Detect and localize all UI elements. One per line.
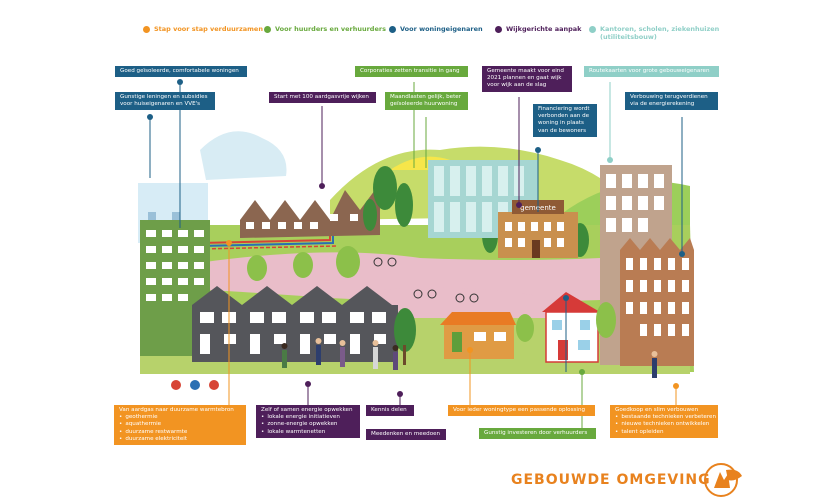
- people: [281, 338, 658, 378]
- cyclists: [373, 257, 479, 303]
- brick-building: [620, 238, 694, 366]
- row-houses-front: [192, 286, 398, 362]
- apartment-left: [140, 212, 210, 356]
- label-woningtype: Voor ieder woningtype een passende oplos…: [448, 405, 595, 417]
- legend-item-huurders: Voor huurders en verhuurders: [264, 25, 386, 33]
- connector-lines-orange: [228, 243, 677, 405]
- connector-dots: [147, 79, 685, 397]
- legend-item-wijkgericht: Wijkgerichte aanpak: [495, 25, 581, 33]
- warmtebron-list: geothermie aquathermie duurzame restwarm…: [119, 414, 241, 443]
- label-corporaties: Corporaties zetten transitie in gang: [355, 66, 468, 78]
- cloud: [200, 131, 287, 180]
- klimaatakkoord-logo-icon: [704, 463, 742, 497]
- orange-house: [440, 312, 516, 359]
- label-meedenken: Meedenken en meedoen: [366, 429, 446, 441]
- label-routekaarten: Routekaarten voor grote gebouweigenaren: [584, 66, 719, 78]
- legend-item-woningeigenaren: Voor woningeigenaren: [389, 25, 483, 33]
- label-aardgas-warmtebron: Van aardgas naar duurzame warmtebron geo…: [114, 405, 246, 446]
- legend-item-stap: Stap voor stap verduurzamen: [143, 25, 263, 33]
- label-investeren: Gunstig investeren door verhuurders: [479, 428, 596, 440]
- white-house: [542, 292, 600, 363]
- green-dot-icon: [264, 26, 271, 33]
- orange-dot-icon: [143, 26, 150, 33]
- page-title: GEBOUWDE OMGEVING: [511, 472, 711, 488]
- label-goed-geisoleerde: Goed geïsoleerde, comfortabele woningen: [115, 66, 247, 78]
- trees-front: [247, 246, 616, 365]
- blue-dot-icon: [389, 26, 396, 33]
- verbouwen-list: bestaande technieken verbeteren nieuwe t…: [615, 414, 716, 436]
- teal-dot-icon: [589, 26, 596, 33]
- opwekken-list: lokale energie initiatieven zonne-energi…: [261, 414, 355, 436]
- purple-dot-icon: [495, 26, 502, 33]
- label-start-100-wijken: Start met 100 aardgasvrije wijken: [269, 92, 376, 104]
- label-kennis-delen: Kennis delen: [366, 405, 414, 417]
- legend-item-kantoren: Kantoren, scholen, ziekenhuizen(utilitei…: [589, 25, 719, 41]
- label-zelf-opwekken: Zelf of samen energie opwekken lokale en…: [256, 405, 360, 438]
- label-goedkoop-verbouwen: Goedkoop en slim verbouwen bestaande tec…: [610, 405, 718, 438]
- heat-source-icons: [171, 380, 219, 390]
